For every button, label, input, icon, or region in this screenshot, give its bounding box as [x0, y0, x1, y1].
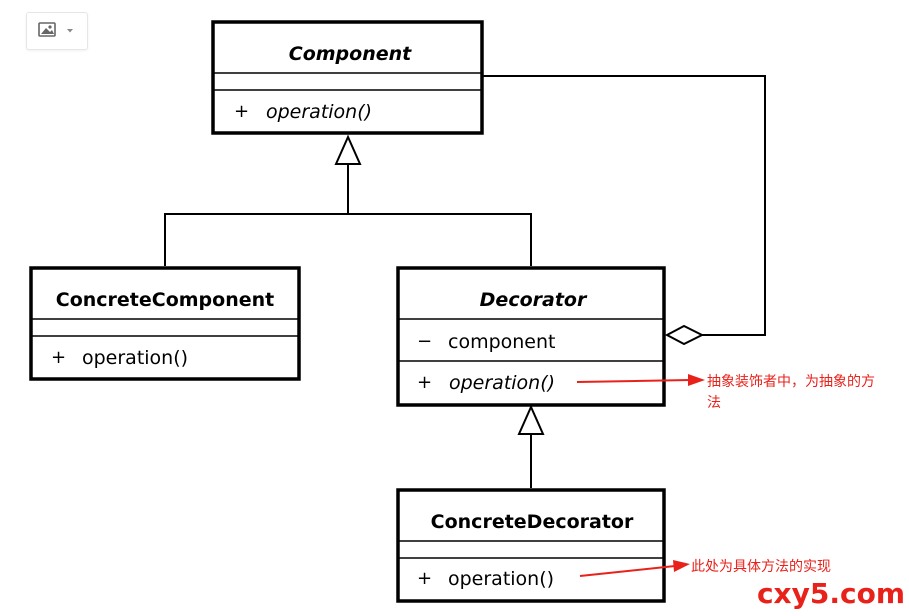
- class-name-concrete-component: ConcreteComponent: [56, 289, 274, 311]
- annotation-decorator-line2: 法: [707, 395, 721, 411]
- op-visibility: +: [234, 101, 249, 122]
- class-component: Component + operation(): [211, 20, 484, 135]
- class-concrete-decorator: ConcreteDecorator + operation(): [396, 488, 666, 603]
- annotation-decorator-line1: 抽象装饰者中，为抽象的方: [707, 374, 875, 390]
- connectors: [164, 75, 766, 488]
- image-options-button[interactable]: [26, 12, 88, 50]
- image-icon: [38, 22, 73, 37]
- annotation-arrowhead: [673, 560, 690, 572]
- class-name-component: Component: [289, 43, 412, 65]
- op-visibility: +: [417, 372, 432, 393]
- generalization-arrowhead: [334, 134, 362, 165]
- caret-down-icon: [67, 29, 73, 33]
- class-decorator: Decorator − component + operation(): [396, 266, 666, 407]
- aggregation-diamond: [664, 324, 705, 346]
- annotation-concrete: 此处为具体方法的实现: [691, 559, 831, 575]
- decorator-attribute: component: [448, 331, 556, 353]
- class-concrete-component: ConcreteComponent + operation(): [29, 266, 301, 381]
- concrete-component-operation: operation(): [82, 347, 188, 369]
- generalization-to-component: [164, 213, 532, 266]
- op-visibility: +: [51, 347, 66, 368]
- attr-visibility: −: [417, 331, 432, 352]
- class-name-concrete-decorator: ConcreteDecorator: [431, 511, 634, 533]
- op-visibility: +: [417, 568, 432, 589]
- annotation-arrows: [576, 374, 705, 577]
- aggregation-line: [483, 75, 766, 336]
- watermark: cxy5.com: [757, 577, 905, 610]
- generalization-decorator-arrowhead: [517, 404, 545, 435]
- component-operation: operation(): [266, 101, 372, 123]
- annotation-arrowhead: [688, 374, 705, 386]
- decorator-operation: operation(): [449, 372, 555, 394]
- concrete-decorator-operation: operation(): [448, 568, 554, 590]
- class-name-decorator: Decorator: [480, 289, 588, 311]
- annotation-arrow-concrete: [579, 565, 676, 577]
- annotation-arrow-decorator: [576, 379, 691, 383]
